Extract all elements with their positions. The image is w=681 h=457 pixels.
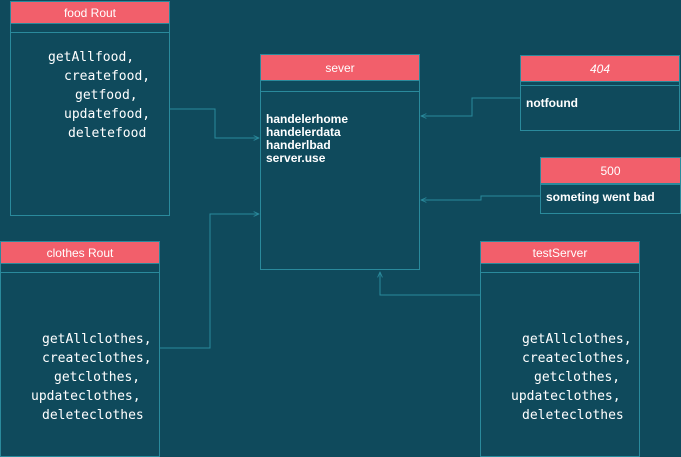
test-server-title: testServer [481, 242, 639, 264]
test-server-method: updateclothes, [511, 389, 621, 404]
error-500-title: 500 [541, 158, 680, 184]
clothes-rout-box[interactable]: clothes Rout getAllclothes, createclothe… [0, 241, 160, 457]
error-500-separator [541, 184, 680, 185]
clothes-rout-method: getAllclothes, [42, 332, 152, 347]
server-box[interactable]: sever handelerhome handelerdata handerlb… [260, 54, 420, 270]
clothes-rout-separator [1, 272, 159, 273]
food-rout-separator [11, 32, 169, 33]
error-500-body: someting went bad [546, 190, 655, 204]
connector-clothes-to-server [160, 214, 259, 349]
test-server-method: getclothes, [534, 370, 621, 385]
test-server-method: getAllclothes, [522, 332, 632, 347]
test-server-method: createclothes, [522, 351, 632, 366]
food-rout-method: deletefood [68, 126, 147, 141]
food-rout-method: updatefood, [64, 107, 151, 122]
clothes-rout-method: createclothes, [42, 351, 152, 366]
connector-testserver-to-server [380, 272, 480, 296]
not-found-title: 404 [521, 56, 679, 82]
test-server-method: deleteclothes [522, 408, 624, 423]
test-server-separator [481, 272, 639, 273]
clothes-rout-method: getclothes, [54, 370, 141, 385]
server-title: sever [261, 55, 419, 81]
connector-food-to-server [170, 108, 259, 138]
clothes-rout-method: deleteclothes [42, 408, 144, 423]
not-found-box[interactable]: 404 notfound [520, 55, 680, 131]
not-found-body: notfound [526, 96, 578, 110]
not-found-separator [521, 85, 679, 86]
test-server-box[interactable]: testServer getAllclothes, createclothes,… [480, 241, 640, 457]
clothes-rout-method: updateclothes, [31, 389, 141, 404]
clothes-rout-title: clothes Rout [1, 242, 159, 264]
server-handler: handelerdata [266, 125, 341, 139]
food-rout-title: food Rout [11, 2, 169, 24]
server-separator [261, 91, 419, 92]
server-handler: server.use [266, 151, 326, 165]
food-rout-method: createfood, [64, 69, 151, 84]
food-rout-method: getfood, [75, 88, 138, 103]
connector-500-to-server [421, 195, 540, 200]
connector-404-to-server [421, 97, 520, 116]
food-rout-box[interactable]: food Rout getAllfood, createfood, getfoo… [10, 1, 170, 216]
server-handler: handelerhome [266, 112, 349, 126]
server-handler: handerlbad [266, 138, 331, 152]
error-500-box[interactable]: 500 someting went bad [540, 157, 681, 214]
food-rout-method: getAllfood, [48, 50, 135, 65]
